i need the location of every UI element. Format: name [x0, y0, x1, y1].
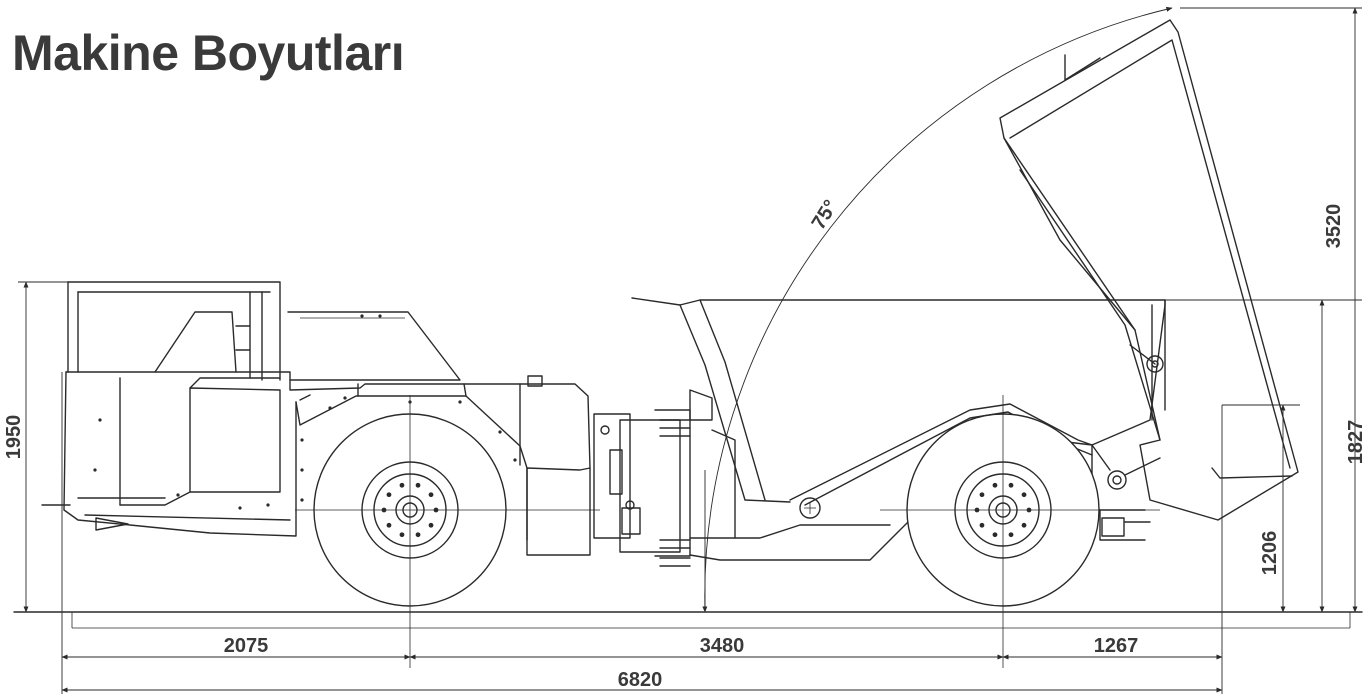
wheel-bolt — [386, 522, 392, 528]
articulation-joint — [593, 409, 691, 567]
dimension-labels: 2075 3480 1267 6820 1950 3520 1827 1206 … — [3, 196, 1367, 691]
wheel-bolt — [992, 482, 998, 488]
dim-tipping-height: 3520 — [1323, 204, 1345, 249]
wheel-bolt — [1021, 492, 1027, 498]
dim-overall-length: 6820 — [618, 669, 663, 691]
wheel-bolt — [399, 532, 405, 538]
wheel-bolt — [1021, 522, 1027, 528]
wheel-bolt — [386, 492, 392, 498]
wheel-bolt — [979, 492, 985, 498]
wheel-bolt — [415, 532, 421, 538]
front-unit — [41, 281, 591, 556]
wheel-bolt — [399, 482, 405, 488]
wheel-bolt — [428, 492, 434, 498]
wheel-bolt — [1008, 532, 1014, 538]
wheel-bolt — [428, 522, 434, 528]
dim-front-overhang: 2075 — [224, 635, 269, 657]
dimension-lines — [18, 6, 1362, 694]
dim-dump-angle: 75° — [808, 196, 843, 233]
dim-box-height: 1827 — [1345, 420, 1367, 465]
wheel-bolt — [992, 532, 998, 538]
page-title: Makine Boyutları — [12, 25, 405, 81]
wheel-bolt — [1008, 482, 1014, 488]
dim-rear-overhang: 1267 — [1094, 635, 1139, 657]
wheel-bolt — [979, 522, 985, 528]
dim-dump-clearance: 1206 — [1259, 531, 1281, 576]
ground-line — [13, 611, 1363, 629]
dim-canopy-height: 1950 — [3, 415, 25, 460]
wheel-bolt — [415, 482, 421, 488]
dim-wheelbase: 3480 — [700, 635, 745, 657]
